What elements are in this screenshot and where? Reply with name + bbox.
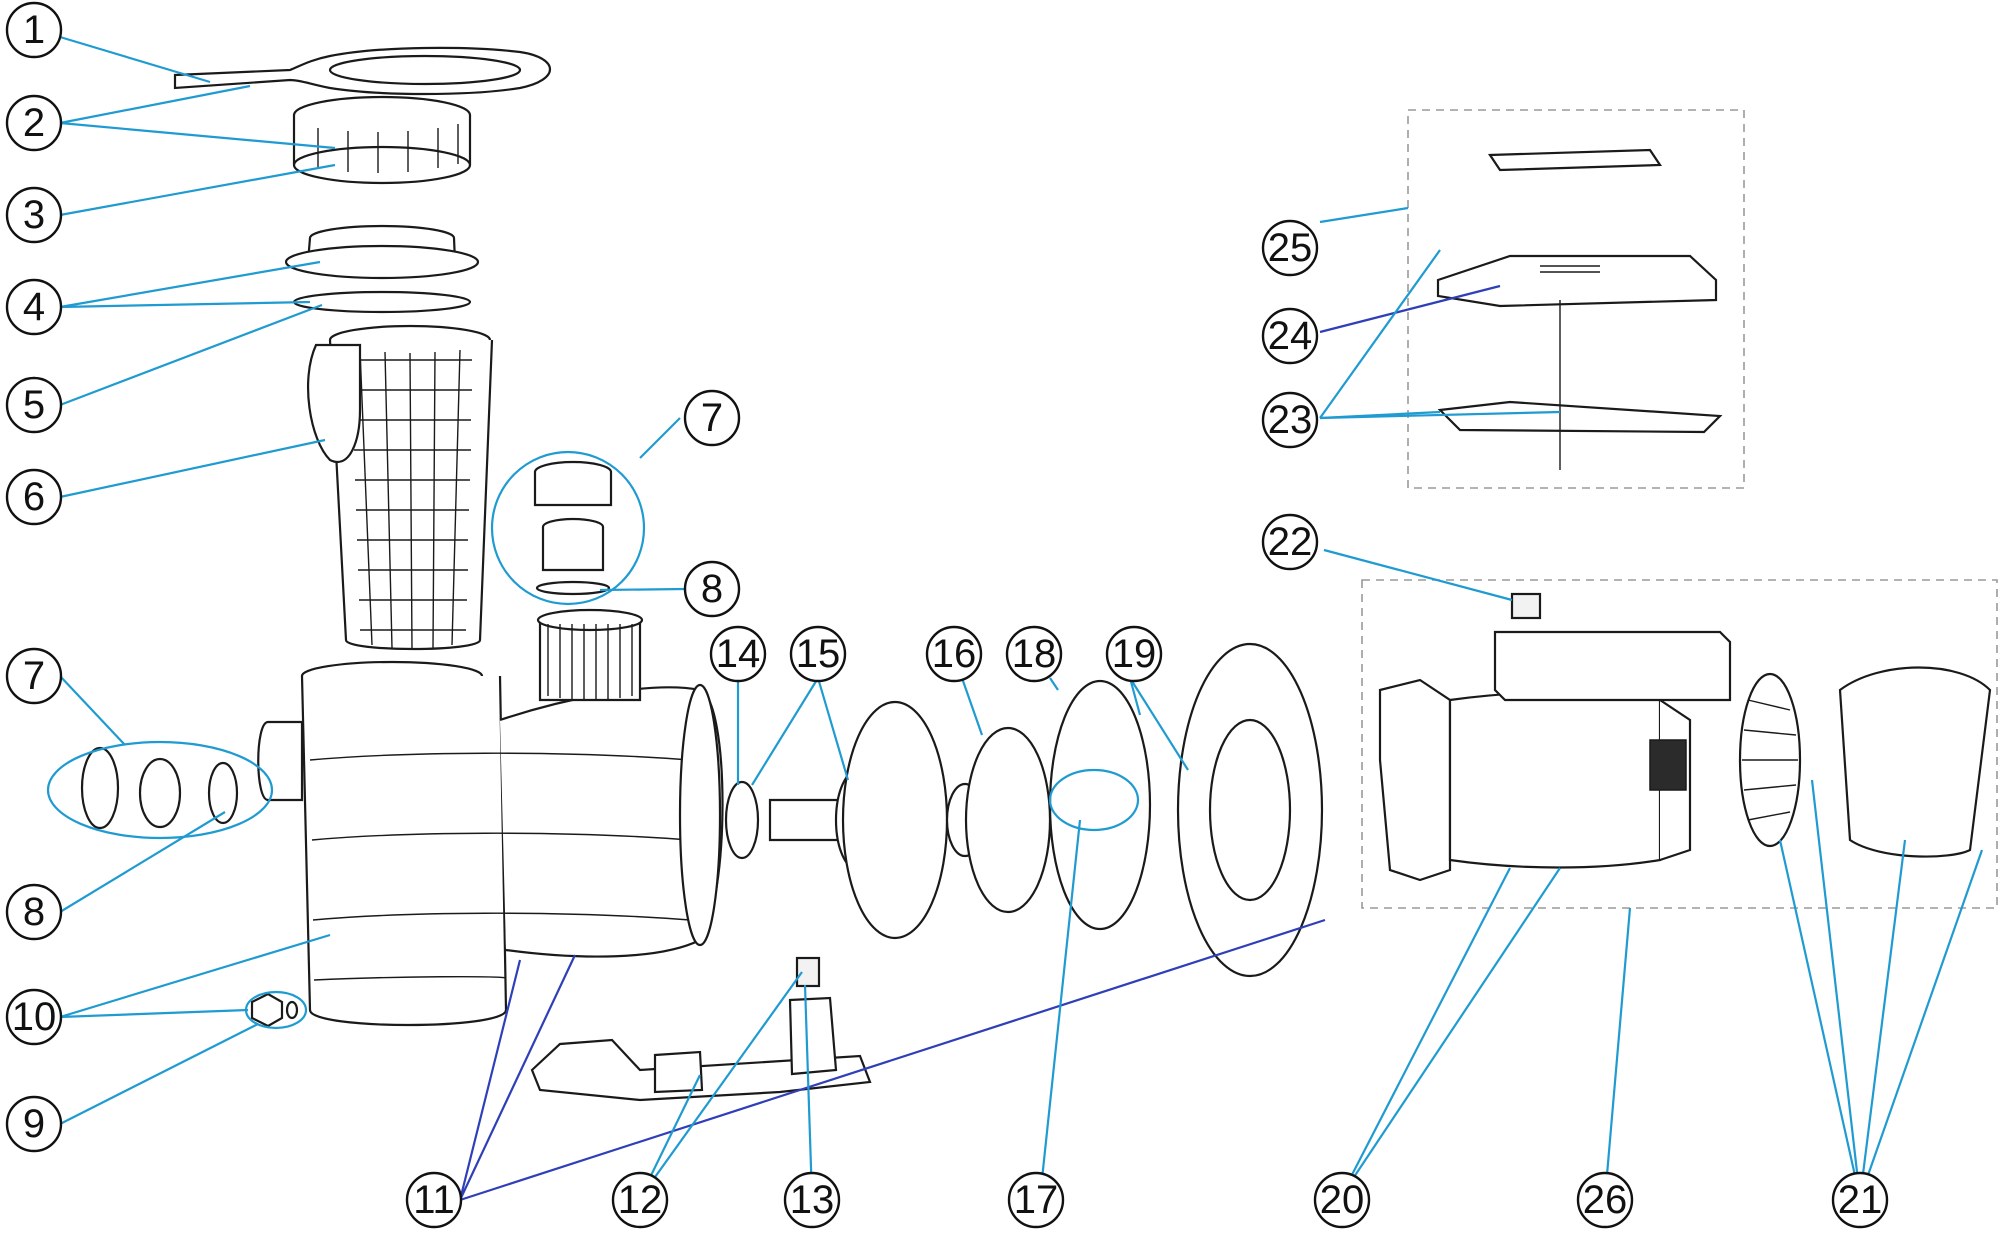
part-fan-cover <box>1838 666 1992 858</box>
motor-group-box <box>1361 579 1998 909</box>
part-cable-gland <box>1510 592 1542 620</box>
callout-1: 1 <box>5 1 63 59</box>
part-union-left <box>80 746 239 830</box>
svg-text:7: 7 <box>701 396 723 440</box>
callout-22: 22 <box>1261 513 1319 571</box>
svg-text:1: 1 <box>23 8 45 52</box>
svg-text:6: 6 <box>23 475 45 519</box>
callout-26: 26 <box>1576 1171 1634 1229</box>
svg-text:9: 9 <box>23 1102 45 1146</box>
callout-8-top: 8 <box>683 560 741 618</box>
callout-21: 21 <box>1831 1171 1889 1229</box>
part-housing-oring <box>1048 679 1152 931</box>
callout-24: 24 <box>1261 307 1319 365</box>
group-ring-union-left <box>46 740 274 840</box>
svg-text:5: 5 <box>23 383 45 427</box>
callout-6: 6 <box>5 468 63 526</box>
svg-text:2: 2 <box>23 101 45 145</box>
part-lock-ring <box>292 95 472 185</box>
svg-text:12: 12 <box>618 1178 663 1222</box>
svg-text:3: 3 <box>23 193 45 237</box>
callout-4: 4 <box>5 278 63 336</box>
callout-18: 18 <box>1005 625 1063 683</box>
svg-text:8: 8 <box>701 567 723 611</box>
part-controller-gasket <box>1437 300 1723 470</box>
part-strainer-basket <box>306 324 494 651</box>
svg-text:13: 13 <box>790 1178 835 1222</box>
svg-text:17: 17 <box>1014 1178 1059 1222</box>
callout-8-left: 8 <box>5 883 63 941</box>
group-ring-union-top <box>490 450 646 606</box>
callout-19: 19 <box>1105 625 1163 683</box>
leader-lines <box>59 35 1984 1202</box>
callout-10: 10 <box>5 988 63 1046</box>
callout-20: 20 <box>1313 1171 1371 1229</box>
callout-23: 23 <box>1261 391 1319 449</box>
callout-15: 15 <box>789 625 847 683</box>
part-pump-housing <box>257 608 724 1027</box>
callout-7-left: 7 <box>5 647 63 705</box>
svg-text:24: 24 <box>1268 314 1313 358</box>
part-lid-oring <box>292 290 472 314</box>
part-seal-plate <box>1176 642 1324 978</box>
svg-text:19: 19 <box>1112 632 1157 676</box>
part-lid-wrench <box>173 46 551 96</box>
part-controller-body <box>1436 254 1718 308</box>
callout-9: 9 <box>5 1095 63 1153</box>
callout-5: 5 <box>5 376 63 434</box>
part-motor <box>1378 678 1692 882</box>
callout-12: 12 <box>611 1171 669 1229</box>
svg-text:7: 7 <box>23 654 45 698</box>
callout-14: 14 <box>709 625 767 683</box>
callout-13: 13 <box>783 1171 841 1229</box>
part-diffuser-oring <box>724 780 760 860</box>
svg-text:10: 10 <box>12 995 57 1039</box>
part-strainer-lid <box>284 224 480 280</box>
part-terminal-box <box>1493 630 1732 702</box>
svg-text:20: 20 <box>1320 1178 1365 1222</box>
part-controller-cover <box>1487 148 1663 172</box>
svg-text:11: 11 <box>413 1178 455 1222</box>
callout-3: 3 <box>5 186 63 244</box>
svg-text:16: 16 <box>932 632 977 676</box>
svg-text:15: 15 <box>796 632 841 676</box>
callout-17: 17 <box>1007 1171 1065 1229</box>
part-diffuser <box>768 700 949 940</box>
callout-2: 2 <box>5 94 63 152</box>
svg-text:25: 25 <box>1268 226 1313 270</box>
callout-11: 11 <box>405 1171 463 1229</box>
group-ring-seal <box>1048 768 1140 832</box>
part-union-top <box>533 460 613 596</box>
svg-text:8: 8 <box>23 890 45 934</box>
callout-25: 25 <box>1261 219 1319 277</box>
svg-text:18: 18 <box>1012 632 1057 676</box>
controller-group-box <box>1407 109 1745 489</box>
part-pump-base <box>530 1038 872 1102</box>
svg-text:4: 4 <box>23 285 45 329</box>
svg-text:22: 22 <box>1268 520 1313 564</box>
callout-16: 16 <box>925 625 983 683</box>
svg-text:21: 21 <box>1838 1178 1883 1222</box>
part-base-foot <box>788 956 838 1076</box>
part-impeller <box>945 726 1052 914</box>
part-motor-fan <box>1738 672 1802 848</box>
part-drain-plug <box>250 992 299 1028</box>
svg-text:26: 26 <box>1583 1178 1628 1222</box>
svg-text:23: 23 <box>1268 398 1313 442</box>
callout-7-top: 7 <box>683 389 741 447</box>
svg-text:14: 14 <box>716 632 761 676</box>
